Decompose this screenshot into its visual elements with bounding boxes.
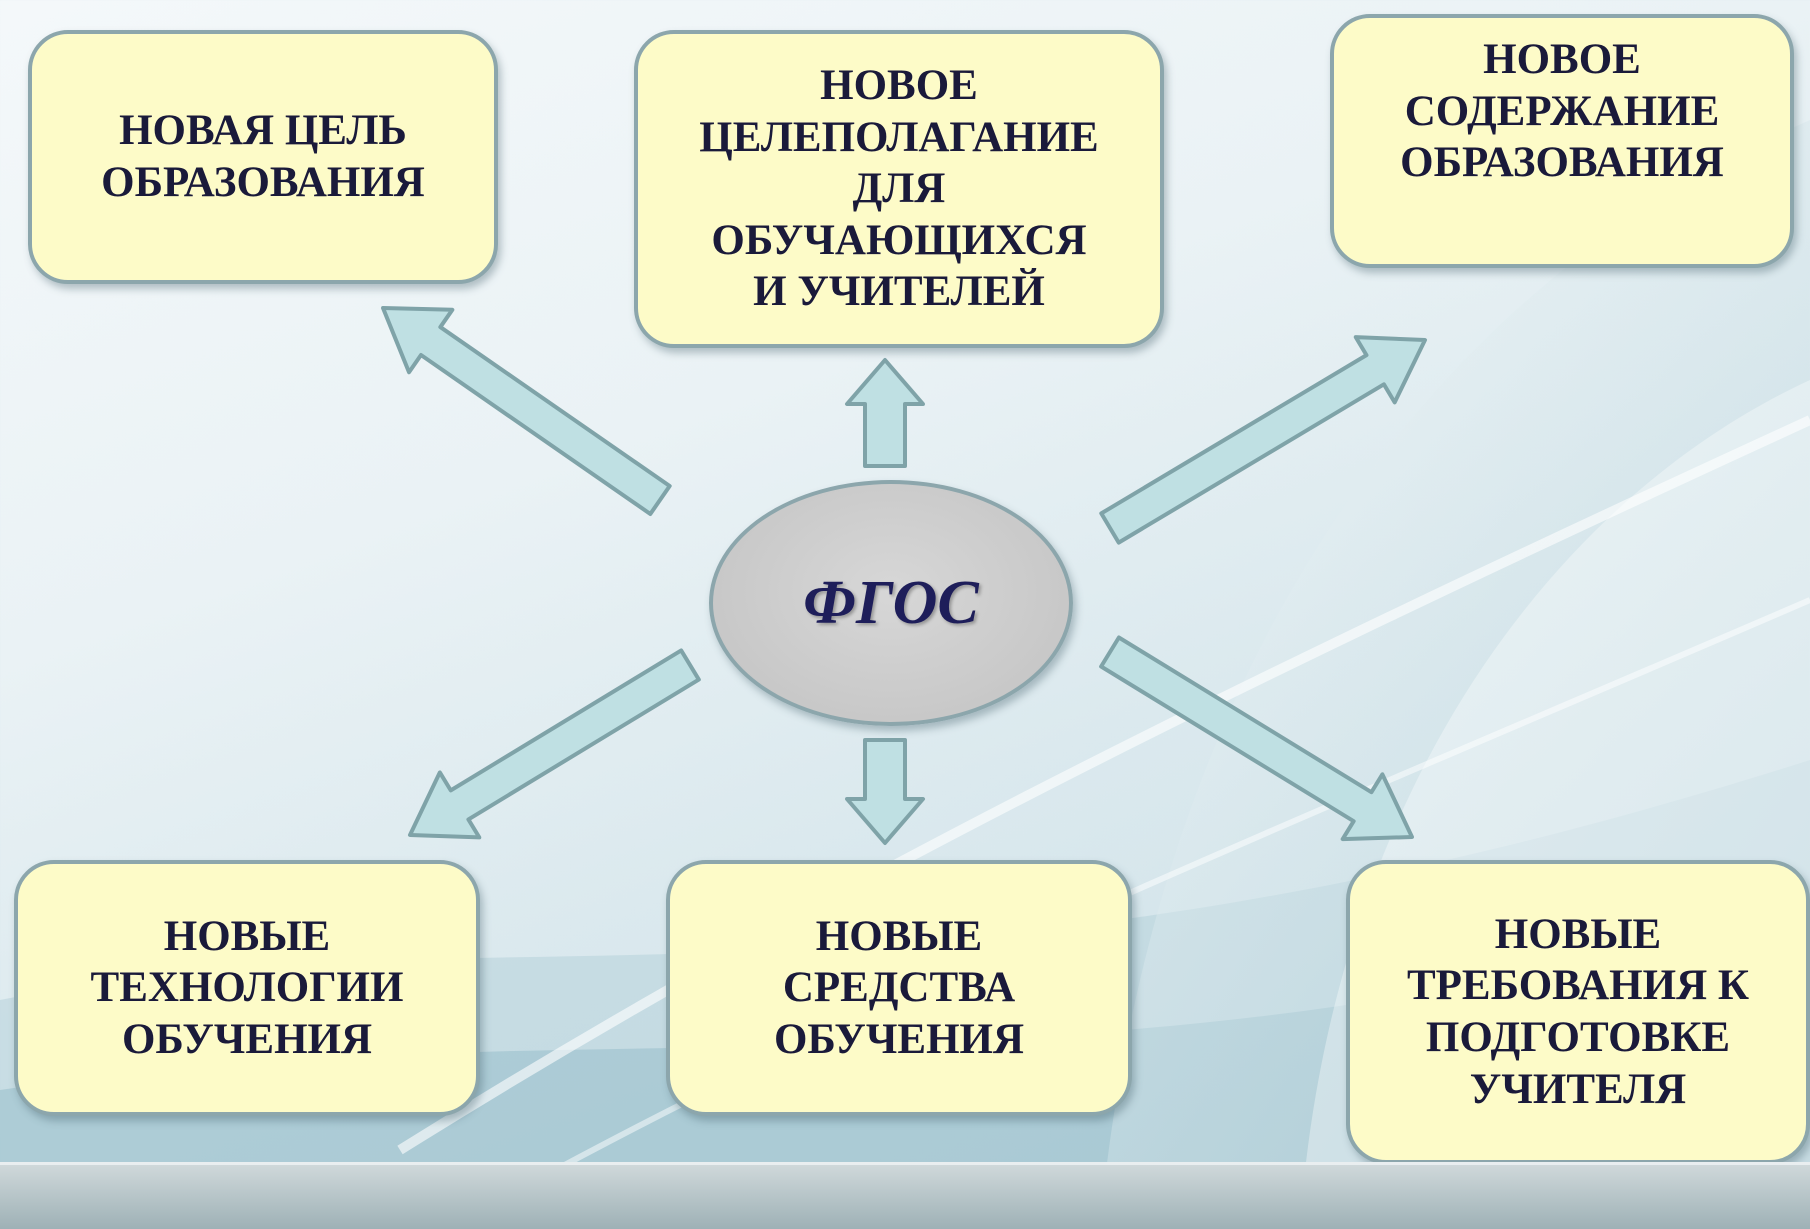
- bottom-bar: [0, 1162, 1810, 1229]
- box-new-teacher-training-requirements: НОВЫЕ ТРЕБОВАНИЯ К ПОДГОТОВКЕ УЧИТЕЛЯ: [1346, 860, 1810, 1164]
- box-new-education-content: НОВОЕ СОДЕРЖАНИЕ ОБРАЗОВАНИЯ: [1330, 14, 1794, 268]
- arrow-to-top-right: [1099, 335, 1427, 545]
- box-new-learning-technologies: НОВЫЕ ТЕХНОЛОГИИ ОБУЧЕНИЯ: [14, 860, 480, 1116]
- arrow-to-top-left: [381, 306, 672, 516]
- box-new-learning-tools: НОВЫЕ СРЕДСТВА ОБУЧЕНИЯ: [666, 860, 1132, 1116]
- arrow-to-bottom-left: [408, 648, 701, 840]
- arrow-to-bottom-right: [1099, 635, 1414, 842]
- box-new-education-goal: НОВАЯ ЦЕЛЬ ОБРАЗОВАНИЯ: [28, 30, 498, 284]
- box-new-goal-setting: НОВОЕ ЦЕЛЕПОЛАГАНИЕ ДЛЯ ОБУЧАЮЩИХСЯ И УЧ…: [634, 30, 1164, 348]
- arrow-to-top-center: [845, 358, 925, 468]
- arrow-to-bottom-center: [845, 738, 925, 845]
- fgos-hub: ФГОС: [709, 480, 1073, 726]
- fgos-label: ФГОС: [803, 568, 979, 637]
